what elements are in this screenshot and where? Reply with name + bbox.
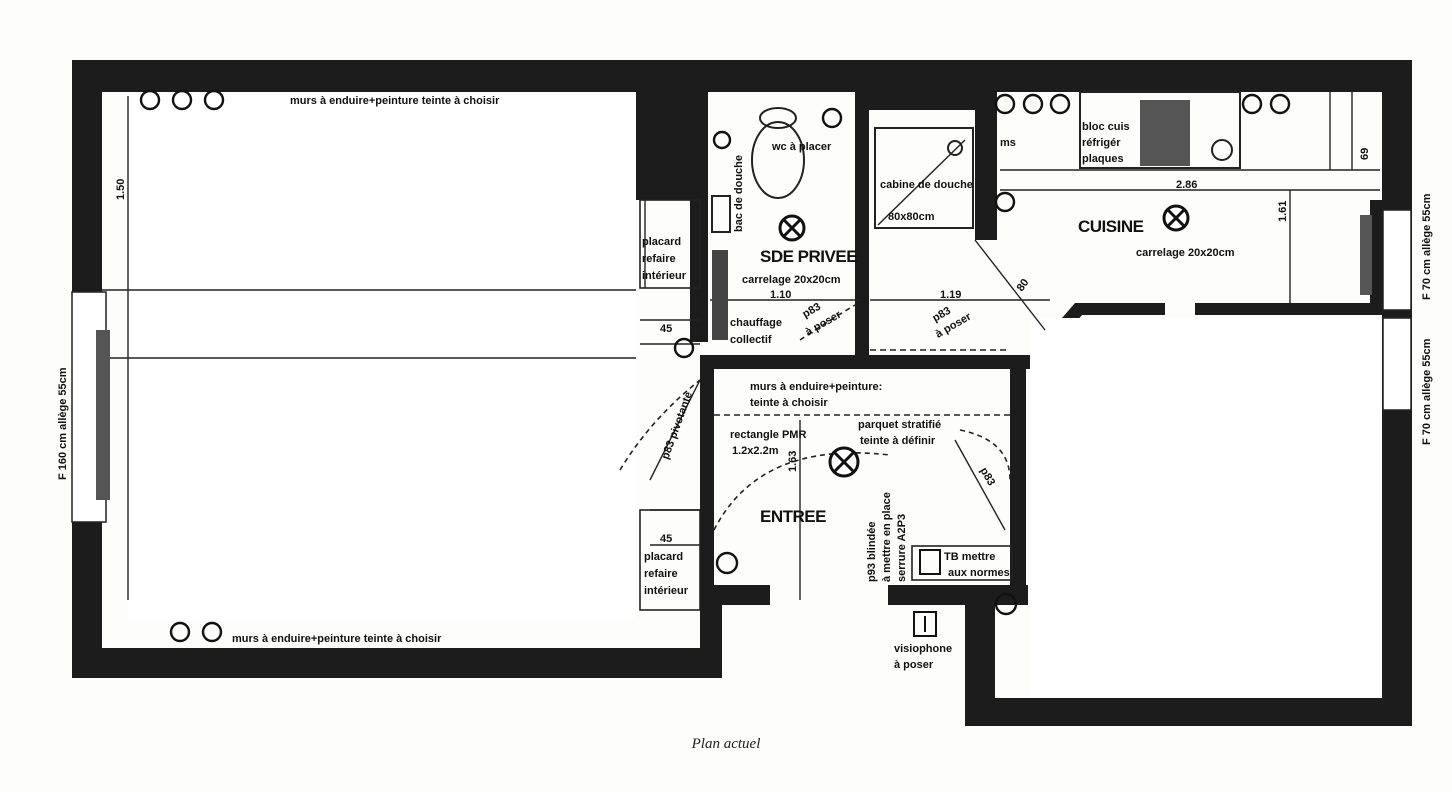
window-left-label: F 160 cm allège 55cm bbox=[57, 367, 69, 480]
kitchen-counter-icon bbox=[1079, 91, 1241, 169]
dim-286: 2.86 bbox=[1176, 179, 1197, 191]
room-cuisine: CUISINE bbox=[1078, 217, 1144, 236]
room-entree: ENTREE bbox=[760, 507, 826, 526]
shower-icon bbox=[874, 127, 974, 229]
note-placard-bot-3: intérieur bbox=[644, 585, 689, 597]
window-right-bottom-label: F 70 cm allège 55cm bbox=[1421, 338, 1433, 445]
placard-bottom-icon bbox=[639, 509, 701, 611]
note-placard-bot-1: placard bbox=[644, 551, 683, 563]
note-ms: ms bbox=[1000, 137, 1016, 149]
dim-45b: 45 bbox=[660, 533, 672, 545]
plan-caption: Plan actuel bbox=[691, 736, 761, 752]
note-parquet-2: teinte à définir bbox=[860, 435, 936, 447]
note-p83-1: p83 bbox=[801, 301, 823, 321]
note-entree-murs-2: teinte à choisir bbox=[750, 397, 828, 409]
electrical-panel-icon bbox=[911, 545, 1013, 581]
note-chauffage-2: collectif bbox=[730, 334, 772, 346]
note-tableau-2: aux normes bbox=[948, 567, 1010, 579]
dim-69: 69 bbox=[1359, 148, 1371, 160]
note-chauffage-1: chauffage bbox=[730, 317, 782, 329]
window-right-top-icon bbox=[1382, 209, 1412, 311]
fixtures bbox=[71, 89, 1412, 643]
note-cabine-dim: 80x80cm bbox=[888, 211, 935, 223]
note-murs-top: murs à enduire+peinture teinte à choisir bbox=[290, 95, 500, 107]
window-right-top-label: F 70 cm allège 55cm bbox=[1421, 193, 1433, 300]
note-parquet-1: parquet stratifié bbox=[858, 419, 941, 431]
note-cuisine-carrelage: carrelage 20x20cm bbox=[1136, 247, 1235, 259]
note-entree-murs-1: murs à enduire+peinture: bbox=[750, 381, 882, 393]
outlet-icons bbox=[139, 89, 1291, 643]
note-tableau-1: TB mettre bbox=[944, 551, 995, 563]
light-point-icon bbox=[778, 214, 806, 242]
note-blindee-1: p93 blindée bbox=[866, 521, 878, 582]
note-blindee-2: à mettre en place bbox=[881, 492, 893, 582]
light-point-icon bbox=[1162, 204, 1190, 232]
light-point-icon bbox=[828, 446, 860, 478]
stove-icon bbox=[1140, 100, 1190, 166]
dim-80: 80 bbox=[1015, 277, 1032, 294]
note-p83-pivot: p83 pivotante bbox=[660, 390, 696, 461]
dim-45a: 45 bbox=[660, 323, 672, 335]
note-bloc-2: réfrigér bbox=[1082, 137, 1121, 149]
note-douche: bac de douche bbox=[733, 155, 745, 232]
note-placard-top-3: intérieur bbox=[642, 270, 687, 282]
note-sde-carrelage: carrelage 20x20cm bbox=[742, 274, 841, 286]
note-bloc-3: plaques bbox=[1082, 153, 1124, 165]
note-cabine: cabine de douche bbox=[880, 179, 973, 191]
note-placard-top-2: refaire bbox=[642, 253, 676, 265]
note-visio-1: visiophone bbox=[894, 643, 952, 655]
placard-top-icon bbox=[639, 199, 701, 289]
note-placard-top-1: placard bbox=[642, 236, 681, 248]
dim-161: 1.61 bbox=[1277, 201, 1289, 222]
toilet-icon bbox=[751, 121, 805, 199]
sink-icon bbox=[711, 195, 731, 233]
dim-163: 1.63 bbox=[787, 451, 799, 472]
note-rectangle-2: 1.2x2.2m bbox=[732, 445, 779, 457]
dim-150: 1.50 bbox=[115, 179, 127, 200]
window-right-bottom-icon bbox=[1382, 317, 1412, 411]
room-sde: SDE PRIVEE bbox=[760, 247, 857, 266]
note-placard-bot-2: refaire bbox=[644, 568, 678, 580]
note-bloc-1: bloc cuis bbox=[1082, 121, 1130, 133]
note-rectangle-1: rectangle PMR bbox=[730, 429, 806, 441]
dim-119: 1.19 bbox=[940, 289, 961, 301]
note-visio-2: à poser bbox=[894, 659, 934, 671]
door-swings bbox=[619, 304, 1011, 531]
note-murs-bottom: murs à enduire+peinture teinte à choisir bbox=[232, 633, 442, 645]
note-blindee-3: serrure A2P3 bbox=[896, 514, 908, 582]
note-wc: wc à placer bbox=[771, 141, 832, 153]
visiophone-icon bbox=[913, 611, 937, 637]
radiator-icon bbox=[712, 250, 728, 340]
dim-110: 1.10 bbox=[770, 289, 791, 301]
